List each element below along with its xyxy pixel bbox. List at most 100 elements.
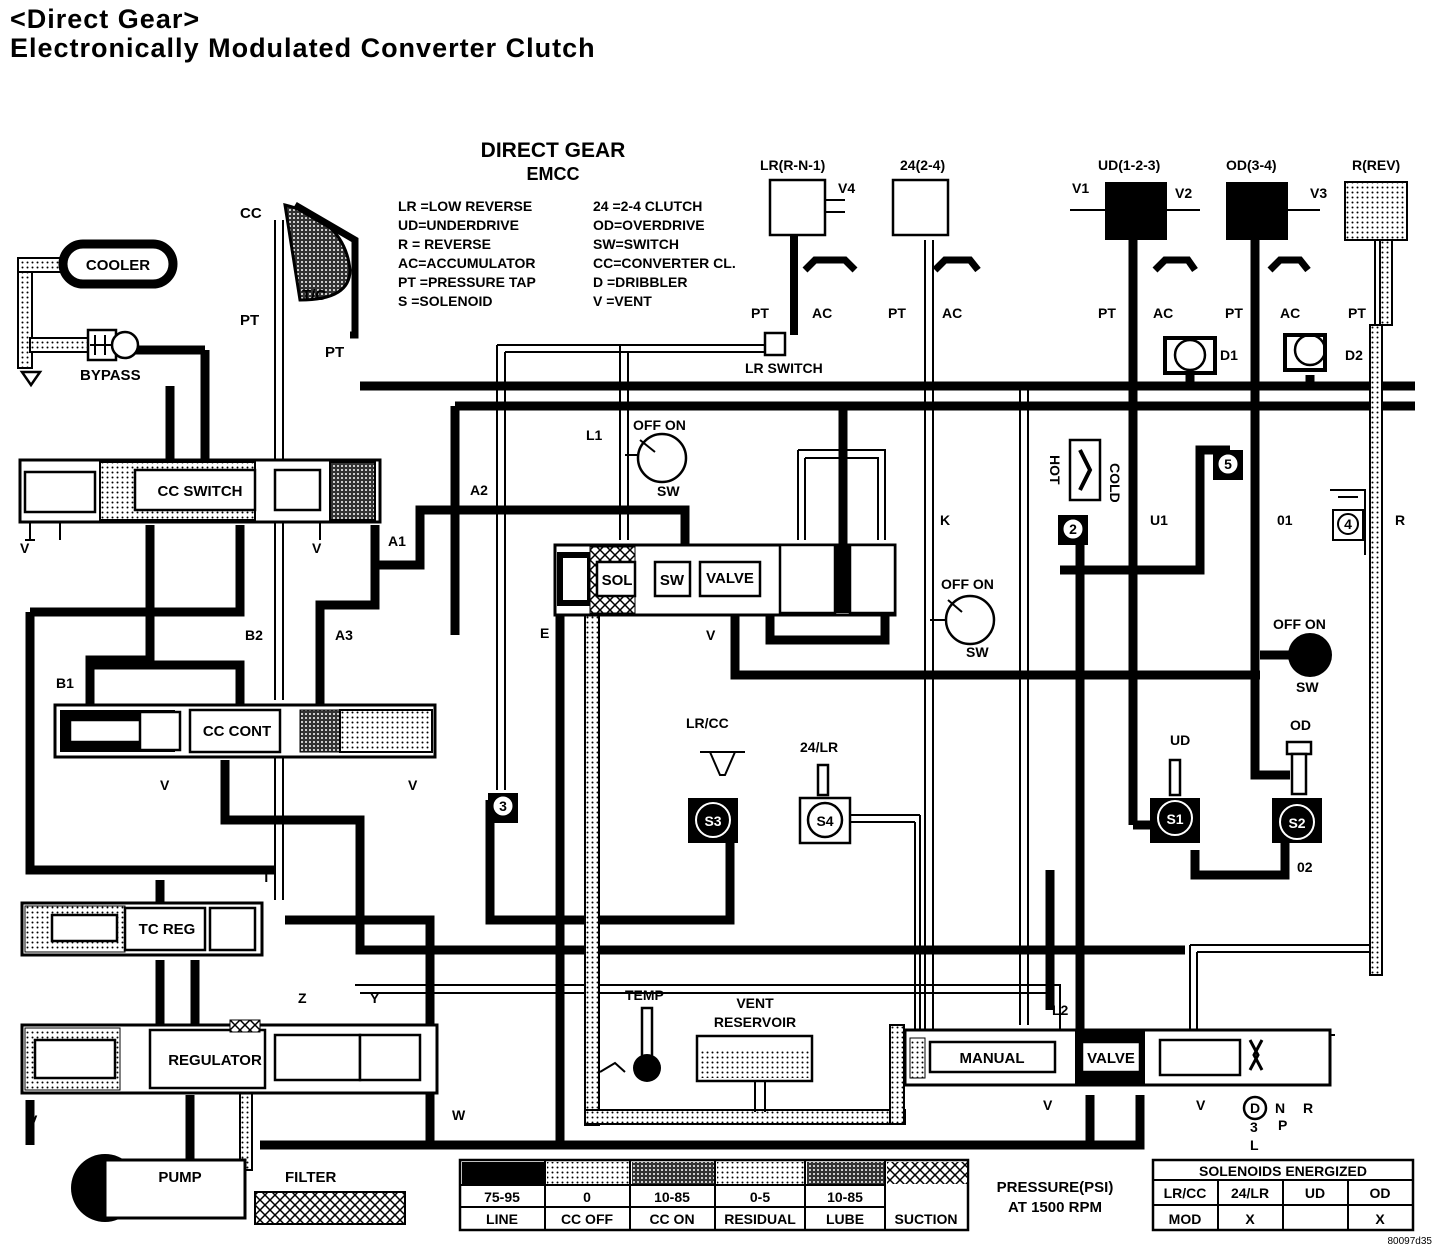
pressure-regulator-valve: REGULATOR V Z Y W [20,990,466,1128]
d2-label: D2 [1345,347,1363,363]
abbrev-24: 24 =2-4 CLUTCH [593,198,702,214]
solenoid-s2: OD S2 [1272,717,1322,843]
s3-label: S3 [704,813,721,829]
clutch-od: OD(3-4) V3 PT AC D2 [1225,157,1363,372]
vent-reservoir: VENT RESERVOIR [695,995,814,1112]
pressure-switch-od: OFF ON SW [1273,616,1332,695]
legend-value-cc-on: 10-85 [654,1189,690,1205]
torque-converter: CC T/C PT PT [240,201,359,361]
sol-header-24lr: 24/LR [1231,1185,1269,1201]
sol-cell-24lr: X [1245,1211,1255,1227]
check-ball-5-label: 5 [1224,456,1232,472]
clutch-reverse: R(REV) PT [1344,157,1408,321]
s1-name-label: UD [1170,732,1190,748]
bypass-valve: BYPASS [80,328,141,384]
gear-3-label: 3 [1250,1119,1258,1135]
cc-label: CC [240,205,262,222]
solenoid-switch-valve: SOL SW VALVE V [553,543,897,643]
sw-label-2: SW [966,644,989,660]
sol-header-lrcc: LR/CC [1164,1185,1207,1201]
k-label: K [940,512,950,528]
vent-label-3: V [160,777,170,793]
cc-control-valve: CC CONT V V [53,703,437,793]
check-ball-4-label: 4 [1344,516,1352,532]
pt-label-od: PT [1225,305,1243,321]
s3-name-label: LR/CC [686,715,729,731]
drain-arrow-icon [19,370,43,388]
sol-label: SOL [602,572,633,589]
clutch-24: 24(2-4) PT AC [888,157,981,321]
pump: PUMP [71,1154,247,1222]
vent-reservoir-label-1: VENT [736,995,774,1011]
pt-label-24: PT [888,305,906,321]
sol-cell-lrcc: MOD [1169,1211,1202,1227]
l1-label: L1 [586,427,603,443]
solenoid-s3: LR/CC S3 [686,715,745,843]
a3-label: A3 [335,627,353,643]
clutch-lr: LR(R-N-1) V4 PT AC [751,157,858,335]
abbrev-od: OD=OVERDRIVE [593,217,705,233]
off-on-label-3: OFF ON [1273,616,1326,632]
legend-name-lube: LUBE [826,1211,864,1227]
lr-switch-label: LR SWITCH [745,360,823,376]
filter-label: FILTER [285,1169,337,1186]
lr-switch: LR SWITCH [745,331,823,376]
gear-r-label: R [1303,1100,1313,1116]
tc-label: T/C [302,287,326,304]
cc-switch-label: CC SWITCH [158,483,243,500]
pt-label-rev: PT [1348,305,1366,321]
tc-regulator-valve: TC REG T [20,869,271,957]
clutch-ud-label: UD(1-2-3) [1098,157,1160,173]
t-label: T [262,869,271,885]
vent-label-5: V [28,1112,38,1128]
abbrev-ud: UD=UNDERDRIVE [398,217,519,233]
abbrev-v: V =VENT [593,293,652,309]
legend-name-residual: RESIDUAL [724,1211,796,1227]
page-title: <Direct Gear> [10,4,201,34]
temp-label: TEMP [625,987,664,1003]
swatch-suction [887,1162,967,1184]
v1-label: V1 [1072,180,1089,196]
legend-value-line: 75-95 [484,1189,520,1205]
s2-name-label: OD [1290,717,1311,733]
v4-label: V4 [838,180,855,196]
lube-circuits [17,239,1393,1171]
vent-reservoir-label-2: RESERVOIR [714,1014,796,1030]
gear-p-label: P [1278,1117,1287,1133]
manual-label: MANUAL [960,1050,1025,1067]
sol-cell-od: X [1375,1211,1385,1227]
cold-label: COLD [1107,463,1123,503]
gear-n-label: N [1275,1100,1285,1116]
ac-label-lr: AC [812,305,832,321]
check-ball-3-label: 3 [499,798,507,814]
manual-valve-label: VALVE [1087,1050,1135,1067]
off-on-label-2: OFF ON [941,576,994,592]
solenoids-table-title: SOLENOIDS ENERGIZED [1199,1163,1367,1179]
manual-valve: MANUAL VALVE V V [903,1028,1332,1113]
pt-label-lr: PT [751,305,769,321]
pt-label-ud: PT [1098,305,1116,321]
legend-name-cc-on: CC ON [649,1211,694,1227]
diagram-subheading: EMCC [527,164,580,184]
b2-label: B2 [245,627,263,643]
swatch-residual [717,1162,804,1184]
y-label: Y [370,990,380,1006]
solenoid-s1: UD S1 [1150,732,1200,843]
diagram-heading: DIRECT GEAR [481,139,626,162]
l2-label: L2 [1052,1002,1069,1018]
solenoid-s4: 24/LR S4 [798,739,852,845]
abbreviation-legend: LR =LOW REVERSE UD=UNDERDRIVE R = REVERS… [398,198,736,309]
legend-value-residual: 0-5 [750,1189,770,1205]
vent-label: V [20,540,30,556]
vent-label-6: V [706,627,716,643]
solenoids-energized-table: SOLENOIDS ENERGIZED LR/CC 24/LR UD OD MO… [1151,1158,1415,1232]
s1-label: S1 [1166,811,1183,827]
legend-caption-2: AT 1500 RPM [1008,1199,1102,1216]
cooler: COOLER [58,239,178,289]
clutch-rev-label: R(REV) [1352,157,1400,173]
cooler-label: COOLER [86,257,150,274]
abbrev-sw: SW=SWITCH [593,236,679,252]
abbrev-lr: LR =LOW REVERSE [398,198,532,214]
page-subtitle: Electronically Modulated Converter Clutc… [10,33,596,63]
circuit-labels: A2 A1 A3 B2 B1 E U1 01 R 02 L2 [56,482,1405,1018]
